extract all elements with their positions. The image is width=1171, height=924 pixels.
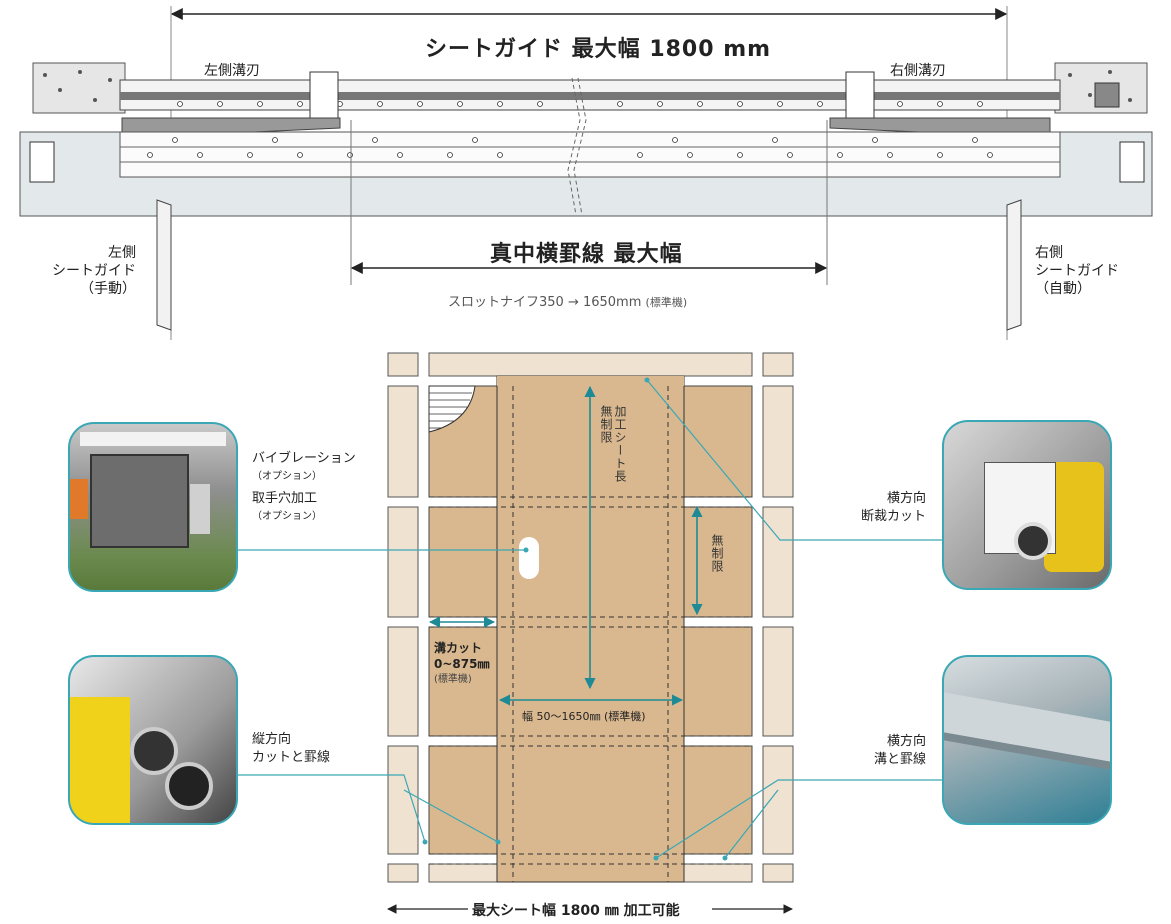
machine-drawing [19, 6, 1153, 340]
vibration-photo [68, 422, 238, 592]
vibration-callout: バイブレーション （オプション） 取手穴加工 （オプション） [252, 451, 356, 522]
unlimited-side-label: 無制限 [710, 534, 724, 573]
horizontal-groove-photo [942, 655, 1112, 825]
right-guide-label: 右側 シートガイド （自動） [1035, 245, 1119, 297]
center-crease-title: 真中横罫線 最大幅 [490, 242, 683, 267]
left-guide-label: 左側 シートガイド （手動） [52, 245, 136, 297]
unlimited-length-label-2: 無制限 [599, 405, 613, 444]
sheet-guide-title: シートガイド 最大幅 1800 mm [425, 37, 772, 62]
horizontal-cut-photo [942, 420, 1112, 590]
slot-knife-range: スロットナイフ350 → 1650mm (標準機) [448, 295, 688, 310]
unlimited-length-label: 加工シート長 [613, 405, 627, 483]
slot-cut-label: 溝カット 0~875㎜ (標準機) [434, 641, 490, 685]
vertical-cut-callout: 縦方向 カットと罫線 [252, 732, 331, 765]
width-range-label: 幅 50〜1650㎜ (標準機) [522, 710, 646, 723]
max-sheet-width-label: 最大シート幅 1800 ㎜ 加工可能 [472, 903, 680, 919]
horizontal-groove-callout: 横方向 溝と罫線 [873, 734, 926, 767]
horizontal-cut-callout: 横方向 断裁カット [860, 491, 926, 524]
vertical-cut-photo [68, 655, 238, 825]
right-slot-knife-label: 右側溝刃 [890, 63, 946, 79]
left-slot-knife-label: 左側溝刃 [204, 63, 260, 79]
